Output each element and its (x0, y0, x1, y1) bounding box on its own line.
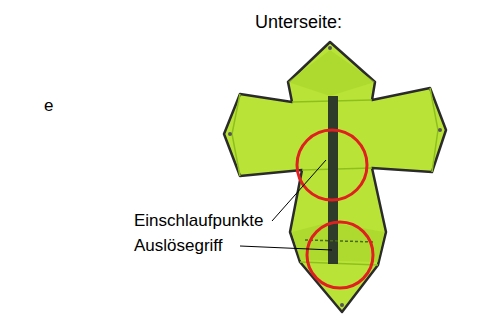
part-label: Auslösegriff (134, 236, 223, 256)
highlight-circle (297, 130, 367, 200)
corner-eyelet (228, 132, 232, 136)
view-title: Unterseite: (255, 12, 342, 33)
center-strap (328, 96, 338, 264)
leader-line (240, 246, 332, 250)
leader-line (272, 160, 326, 221)
fabric-shape (224, 42, 446, 312)
handle-stitch (305, 240, 375, 242)
cut-off-text: e (44, 96, 53, 116)
corner-eyelet (328, 46, 332, 50)
corner-eyelet (340, 303, 344, 307)
fold-shade (288, 50, 375, 96)
fold-line (232, 88, 438, 265)
highlight-circle (307, 222, 373, 288)
part-label: Einschlaufpunkte (134, 211, 263, 231)
corner-eyelet (438, 128, 442, 132)
